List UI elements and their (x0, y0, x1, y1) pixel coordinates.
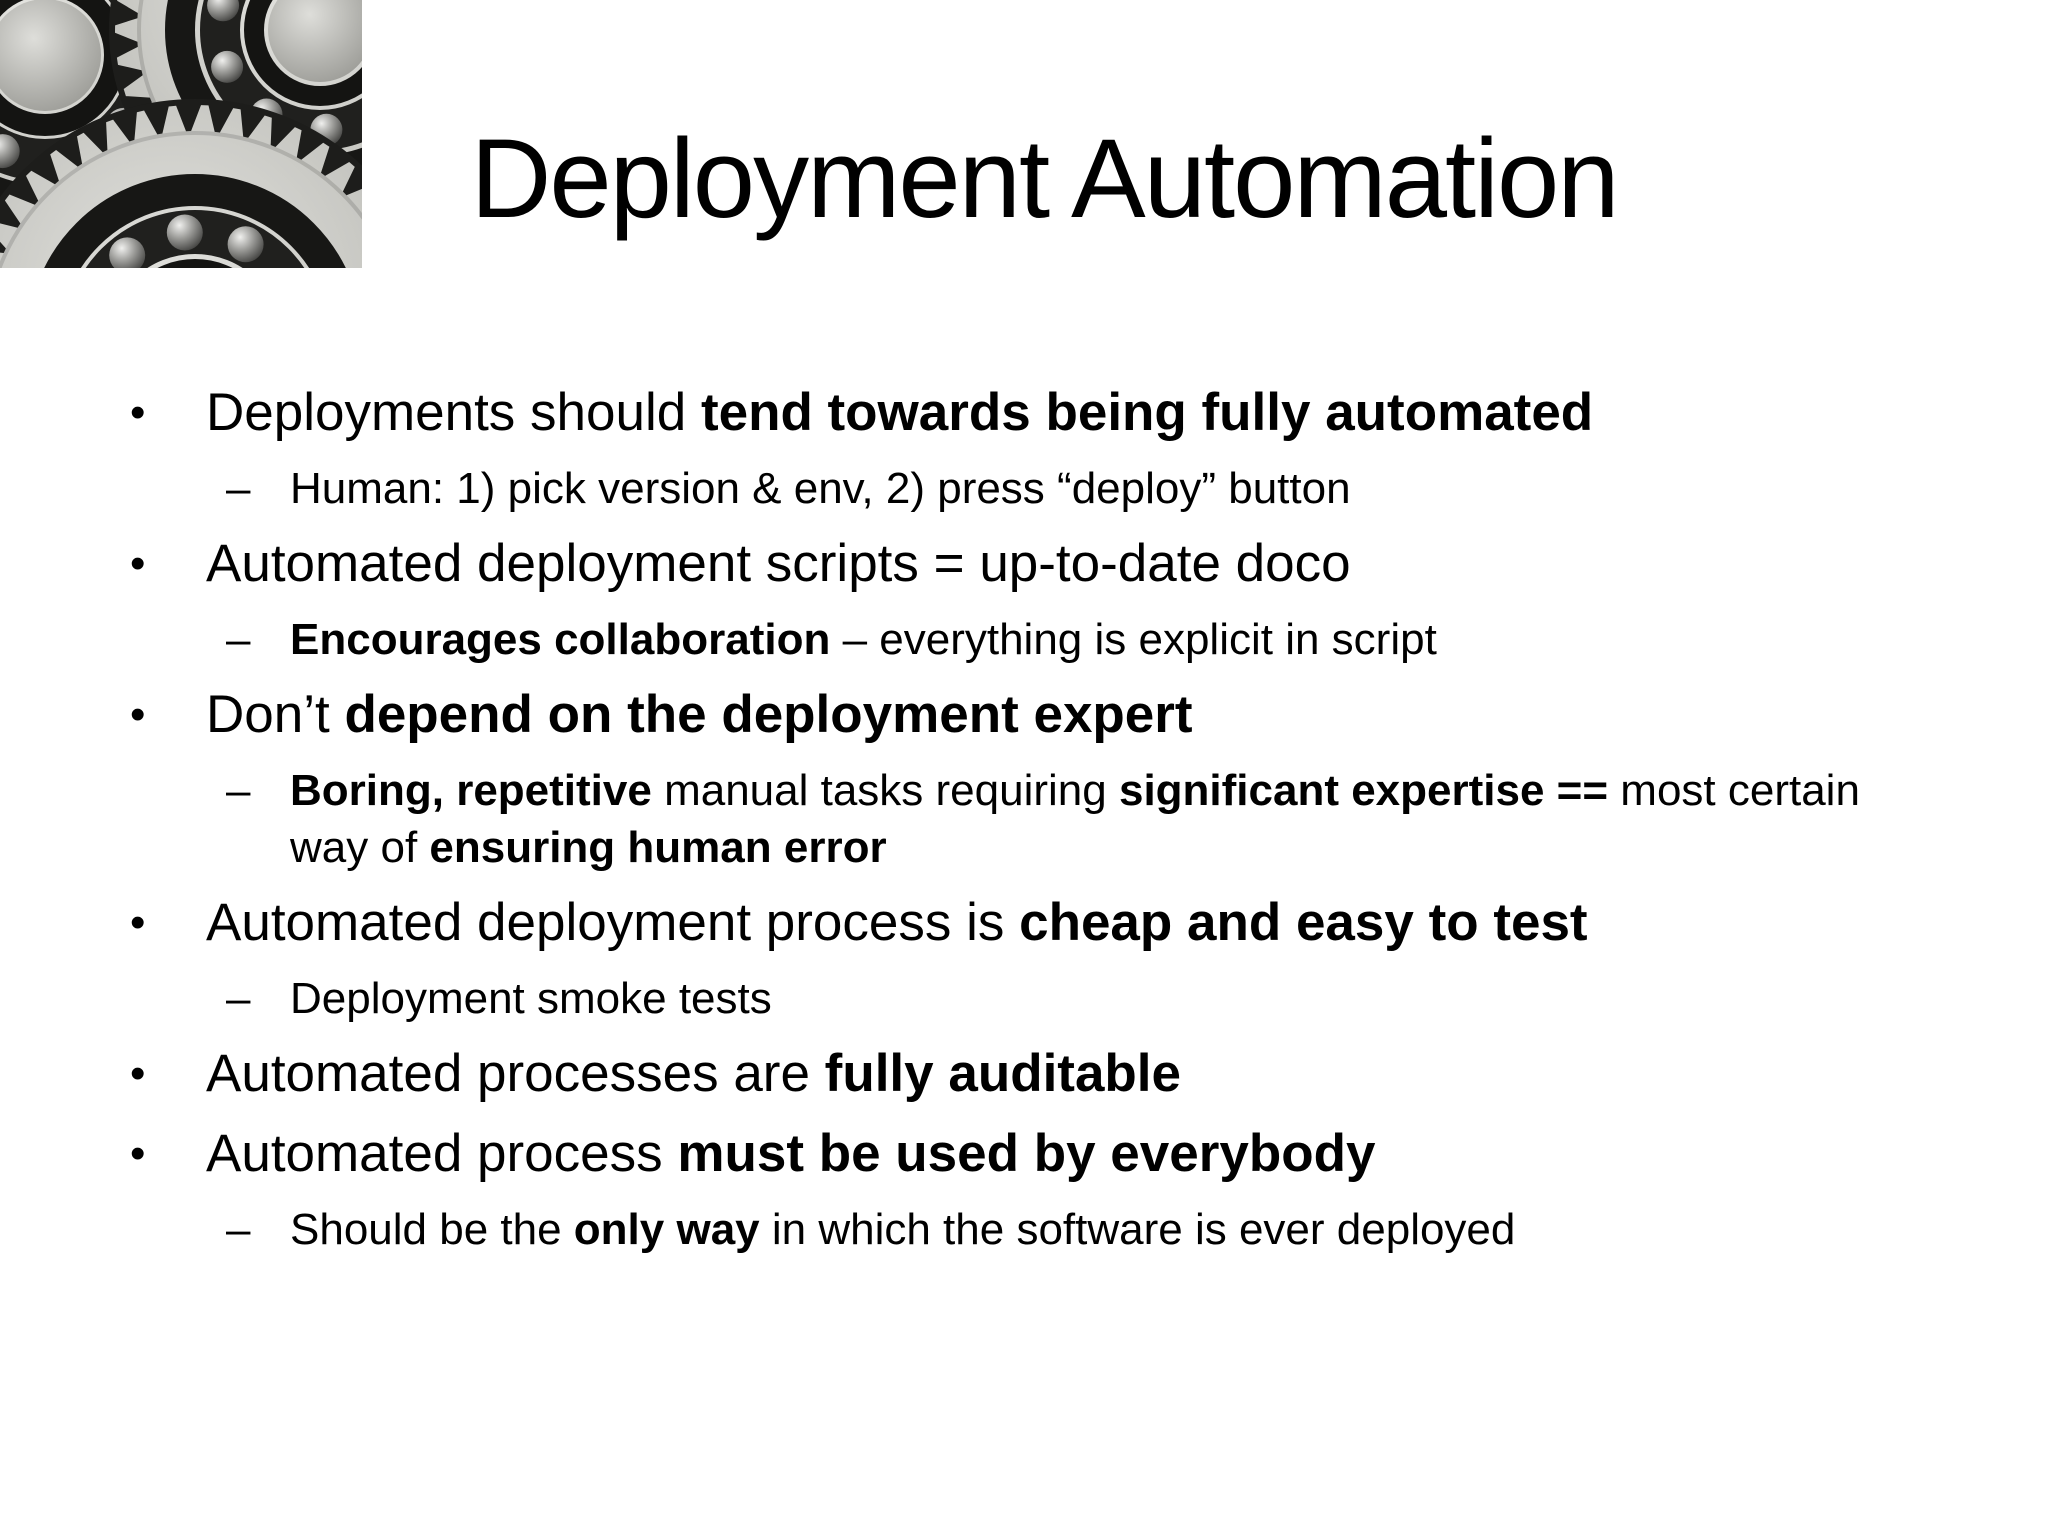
bullet-dash-icon: – (226, 464, 251, 513)
bullet-dot-icon: • (130, 1129, 146, 1178)
bullet-text: Automated processes are fully auditable (206, 1044, 1181, 1103)
bullet-dash-icon: – (226, 766, 251, 815)
bullet-text: Deployment smoke tests (290, 974, 772, 1023)
bullet-item: • Automated process must be used by every… (0, 1121, 2048, 1187)
page-title: Deployment Automation (470, 116, 1619, 241)
gear-icon (0, 99, 362, 268)
bullet-dot-icon: • (130, 1049, 146, 1098)
bullet-item: • Deployments should tend towards being f… (0, 380, 2048, 446)
sub-bullet-item: –Human: 1) pick version & env, 2) press … (0, 460, 2048, 517)
bullet-dot-icon: • (130, 690, 146, 739)
bullet-item: • Automated deployment process is cheap a… (0, 890, 2048, 956)
bullet-text: Deployments should tend towards being fu… (206, 383, 1594, 442)
bullet-item: • Automated processes are fully auditable (0, 1041, 2048, 1107)
bullet-list: • Deployments should tend towards being f… (0, 368, 2048, 1272)
bullet-item: • Don’t depend on the deployment expert (0, 682, 2048, 748)
bullet-text: Don’t depend on the deployment expert (206, 685, 1193, 744)
bullet-text: Human: 1) pick version & env, 2) press “… (290, 464, 1351, 513)
sub-bullet-item: –Boring, repetitive manual tasks requiri… (0, 762, 2048, 876)
bullet-text: Boring, repetitive manual tasks requirin… (290, 766, 1860, 872)
sub-bullet-item: –Deployment smoke tests (0, 970, 2048, 1027)
bullet-dash-icon: – (226, 1205, 251, 1254)
gears-bearings-image (0, 0, 362, 268)
sub-bullet-item: –Encourages collaboration – everything i… (0, 611, 2048, 668)
bullet-dot-icon: • (130, 898, 146, 947)
bullet-item: • Automated deployment scripts = up-to-da… (0, 531, 2048, 597)
bullet-dash-icon: – (226, 615, 251, 664)
bullet-dot-icon: • (130, 388, 146, 437)
bullet-text: Should be the only way in which the soft… (290, 1205, 1516, 1254)
bullet-dot-icon: • (130, 539, 146, 588)
bullet-text: Automated process must be used by everyb… (206, 1124, 1376, 1183)
bullet-text: Encourages collaboration – everything is… (290, 615, 1437, 664)
bullet-dash-icon: – (226, 974, 251, 1023)
sub-bullet-item: –Should be the only way in which the sof… (0, 1201, 2048, 1258)
bullet-text: Automated deployment scripts = up-to-dat… (206, 534, 1351, 593)
bullet-text: Automated deployment process is cheap an… (206, 893, 1588, 952)
